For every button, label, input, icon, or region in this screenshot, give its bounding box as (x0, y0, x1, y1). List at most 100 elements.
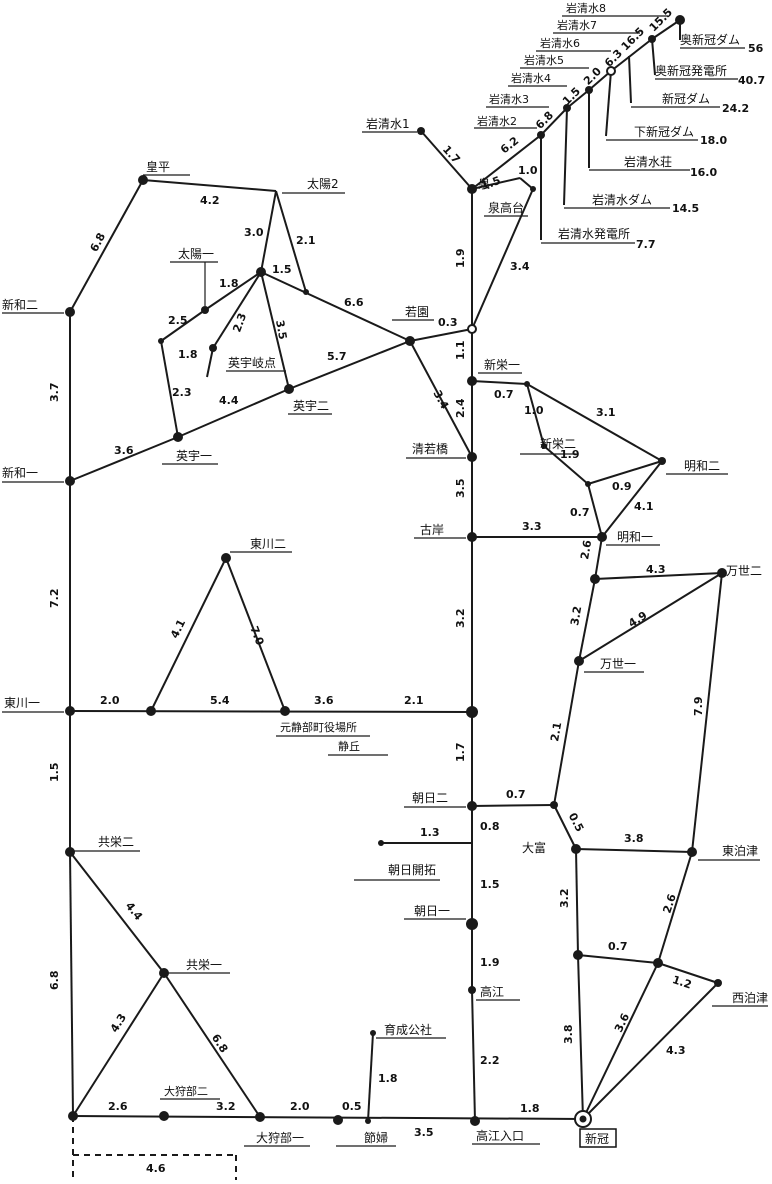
dist-iwashimizu1-izumi: 1.7 (440, 143, 463, 166)
dist-kogan-meiwa1: 3.3 (522, 520, 542, 533)
dist-shinwa2-shinwa1: 3.7 (48, 383, 61, 403)
dist-shinkan-dam: 24.2 (722, 102, 749, 115)
dist-takae-ti: 2.2 (480, 1054, 500, 1067)
node-ikusei (370, 1030, 376, 1036)
label-shinei2: 新栄二 (540, 436, 576, 451)
dist-kouhei-taiyo2: 4.2 (200, 194, 220, 207)
dist-higashitomari-mid: 2.6 (660, 892, 678, 915)
edge-iw2-iw4 (540, 107, 568, 136)
label-higashikawa2: 東川二 (250, 537, 286, 551)
edge-shinei-a (526, 383, 545, 447)
dist-loop-b: 1.8 (178, 348, 198, 361)
label-asahi1: 朝日一 (414, 904, 450, 918)
node-higashikawa1 (65, 706, 75, 716)
edge-ootomi-higashitomari (575, 848, 693, 853)
edge-izumi-iw2 (471, 134, 542, 190)
dist-setsufu-ti: 3.5 (414, 1126, 434, 1139)
edge-taiyo2-junction (260, 190, 277, 273)
edge-kyoei1-bl (72, 972, 165, 1117)
label-asahi2: 朝日二 (412, 791, 448, 805)
dist-shinei-e: 0.7 (570, 506, 590, 519)
dist-shinei1-seiwaka: 2.4 (454, 398, 467, 418)
edge-shinei1-east (471, 380, 528, 385)
dist-ti-shinkan: 1.8 (520, 1102, 540, 1115)
node-iwashimizu4 (563, 104, 571, 112)
edge-ikusei-up (367, 1032, 374, 1122)
label-iwashimizu6: 岩清水6 (540, 36, 580, 50)
node-izumi (467, 184, 477, 194)
node-hk-a (146, 706, 156, 716)
label-meiwa1: 明和一 (617, 530, 653, 544)
edge-taiyo1-junction (204, 271, 262, 311)
dist-okushinkan-hatsuden: 40.7 (738, 74, 765, 87)
dist-iw5-iw6: 6.3 (602, 47, 625, 70)
label-taiyo2: 太陽2 (307, 176, 339, 191)
node-shinei-mid (585, 481, 591, 487)
edge-shinei-d (587, 460, 663, 485)
dist-shinkan-nishitomari: 4.3 (666, 1044, 686, 1057)
dist-iwashimizu-hatsuden: 7.7 (636, 238, 656, 251)
node-shinei2 (541, 443, 547, 449)
node-shinei-east (524, 381, 530, 387)
route-lines (69, 19, 723, 1180)
edge-bottom-row (72, 1115, 584, 1120)
node-takae (468, 986, 476, 994)
dist-j-wakazono: 6.6 (344, 296, 364, 309)
label-ikusei: 育成公社 (384, 1022, 432, 1037)
edge-higashitomari-mid (657, 851, 693, 964)
node-iwashimizu7 (648, 35, 656, 43)
dist-taiyo1-j: 1.8 (219, 277, 239, 290)
label-kyoei2: 共栄二 (98, 835, 134, 849)
dist-loop-c: 2.3 (230, 311, 249, 334)
dist-asahi2-asahi1: 1.5 (480, 878, 500, 891)
edge-shinwa1-eiu1 (69, 436, 179, 482)
label-shinwa2: 新和二 (2, 297, 38, 312)
dist-iw3-iw4: 1.5 (560, 85, 583, 108)
node-kyoei1 (159, 968, 169, 978)
label-okushinkan-hatsuden: 奥新冠発電所 (655, 63, 727, 78)
edge-meiwa2-meiwa1 (601, 460, 663, 538)
edge-kyoei2-kyoei1 (69, 851, 165, 974)
node-iwashimizu6 (606, 66, 616, 76)
edge-mid-nishitomari (657, 962, 719, 984)
node-setsufu (333, 1115, 343, 1125)
dist-eiu2-wakazono: 5.7 (327, 350, 347, 363)
dist-bl-okaribe2: 2.6 (108, 1100, 128, 1113)
node-kogan (467, 532, 477, 542)
edge-ootomi-link (553, 804, 577, 850)
node-bansei1 (574, 656, 584, 666)
edge-hk2-right (225, 557, 286, 712)
label-higashikawa1: 東川一 (4, 696, 40, 710)
dist-ootomi-higashitomari: 3.8 (624, 832, 644, 845)
node-junction (256, 267, 266, 277)
node-higashikawa2 (221, 553, 231, 563)
dist-kogan-main: 3.2 (454, 609, 467, 629)
dist-shinwa1-eiu1: 3.6 (114, 444, 134, 457)
dist-ootomi-link: 0.5 (566, 811, 587, 834)
label-bansei2: 万世二 (726, 564, 762, 578)
node-down (573, 950, 583, 960)
edge-taiyo2-branch (275, 190, 307, 293)
dist-loop-a: 2.5 (168, 314, 188, 327)
label-iwashimizu1: 岩清水1 (366, 116, 410, 131)
node-main-top (467, 324, 477, 334)
dist-izumi-main: 1.9 (454, 249, 467, 269)
dist-shinei-d: 0.9 (612, 480, 632, 493)
node-mid-east (653, 958, 663, 968)
dist-main-asahi2: 1.7 (454, 743, 467, 763)
dist-shinei-b: 1.9 (560, 448, 580, 461)
label-seikyu: 静丘 (338, 739, 360, 753)
dist-seiwaka-kogan: 3.5 (454, 479, 467, 499)
edge-meiwa1-bansei (594, 536, 603, 580)
dist-asahi-k: 1.3 (420, 826, 440, 839)
node-taiyo1 (201, 306, 209, 314)
label-okaribe2: 大狩部二 (164, 1084, 208, 1098)
terminal-box (579, 1128, 617, 1148)
dist-asahi2-below: 0.8 (480, 820, 500, 833)
dist-main-shinei1: 1.1 (454, 341, 467, 361)
label-eiu-junction: 英宇岐点 (228, 356, 276, 370)
edge-izumi-sengoudai (471, 177, 521, 190)
edge-junction-eiu2 (260, 271, 290, 390)
node-asahi2 (467, 801, 477, 811)
